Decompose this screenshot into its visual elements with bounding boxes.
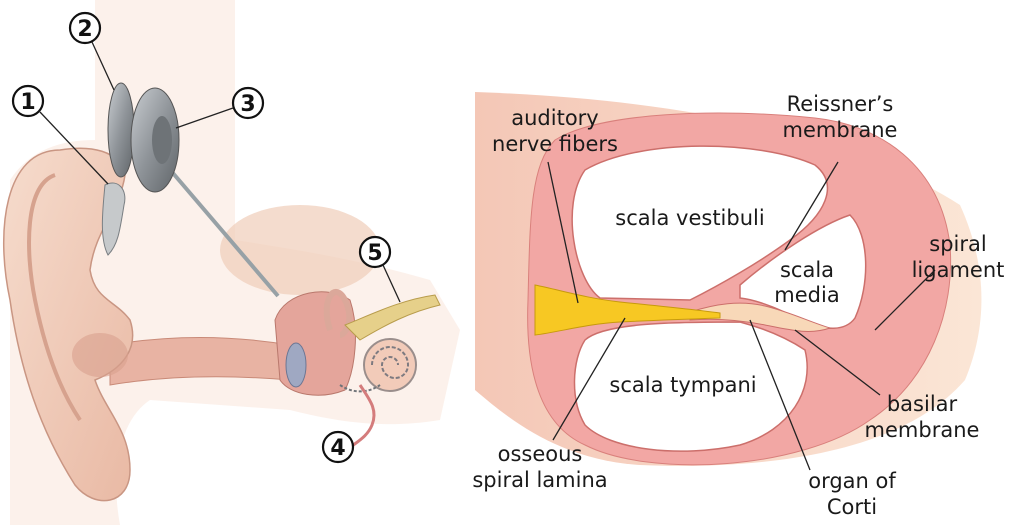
label-media: media [774,283,839,307]
middle-ear-cavity [275,292,355,395]
callout-3: 3 [240,92,255,117]
concha [72,333,128,377]
eardrum [286,343,306,387]
callout-5: 5 [367,241,382,266]
label-scala-vestibuli: scala vestibuli [615,206,764,230]
label-ligament: ligament [912,258,1005,282]
label-reissners: Reissner’s [787,92,894,116]
label-spiral: spiral [929,232,986,256]
label-basilar: basilar [887,392,958,416]
label-reissners-membrane: membrane [783,118,898,142]
label-auditory: auditory [511,106,599,130]
label-spiral-lamina: spiral lamina [472,468,607,492]
mastoid-bone [220,205,380,295]
receiver-stimulator [108,83,134,177]
label-scala: scala [780,258,834,282]
coil-center [152,116,172,164]
callout-2: 2 [77,17,92,42]
callout-1: 1 [20,90,35,115]
label-organ-of: organ of [808,469,896,493]
label-osseous: osseous [498,442,583,466]
ear-illustration [4,0,460,525]
label-scala-tympani: scala tympani [609,373,756,397]
callout-4: 4 [330,436,345,461]
label-basilar-membrane: membrane [865,418,980,442]
label-nerve-fibers: nerve fibers [492,132,618,156]
label-corti: Corti [827,495,877,519]
